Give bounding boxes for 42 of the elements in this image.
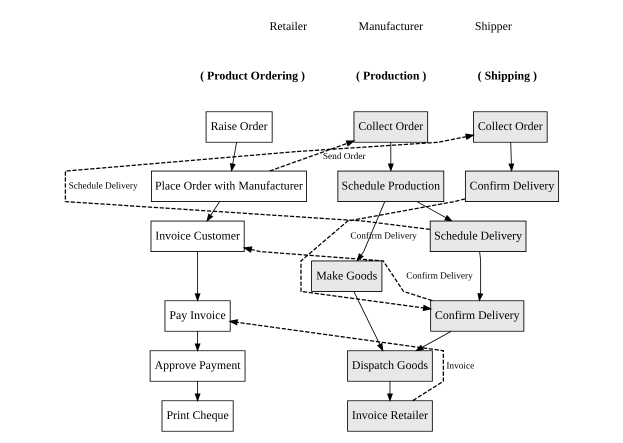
label: ( Shipping ) [477,68,537,82]
label: ( Production ) [356,68,426,82]
arrow [476,251,483,302]
arrow [508,142,514,172]
label: Shipper [474,19,512,34]
arrow [206,201,220,222]
arrow [194,251,200,302]
node-box: Invoice Retailer [346,400,432,432]
arrow [64,134,474,230]
node-box: Dispatch Goods [346,350,432,382]
arrow [386,380,392,402]
node-box: Invoice Customer [150,220,244,252]
label: Manufacturer [358,19,423,34]
arrow [194,380,200,402]
edge-label: Confirm Delivery [406,272,472,282]
edge-label: Send Order [322,152,366,162]
arrow [387,142,394,172]
edge-label: Schedule Delivery [68,182,138,192]
node-box: Confirm Delivery [430,300,524,332]
arrow [416,201,453,222]
node-box: Place Order with Manufacturer [150,170,306,202]
arrow [352,291,383,352]
arrow [300,198,465,312]
node-box: Collect Order [353,111,428,143]
node-box: Make Goods [310,260,382,292]
label: ( Product Ordering ) [200,68,304,82]
arrow [268,140,355,172]
node-box: Schedule Production [336,170,444,202]
node-box: Raise Order [205,111,272,143]
node-box: Print Cheque [161,400,234,432]
node-box: Confirm Delivery [464,170,559,202]
label: Retailer [269,19,307,34]
arrow [242,246,432,302]
node-box: Pay Invoice [164,300,230,332]
arrow [228,319,444,402]
node-box: Approve Payment [149,350,245,382]
node-box: Collect Order [472,111,548,143]
edge-label: Invoice [446,361,474,372]
node-box: Schedule Delivery [429,220,526,252]
arrow [194,330,200,352]
arrow [229,142,236,172]
arrow [414,330,451,352]
